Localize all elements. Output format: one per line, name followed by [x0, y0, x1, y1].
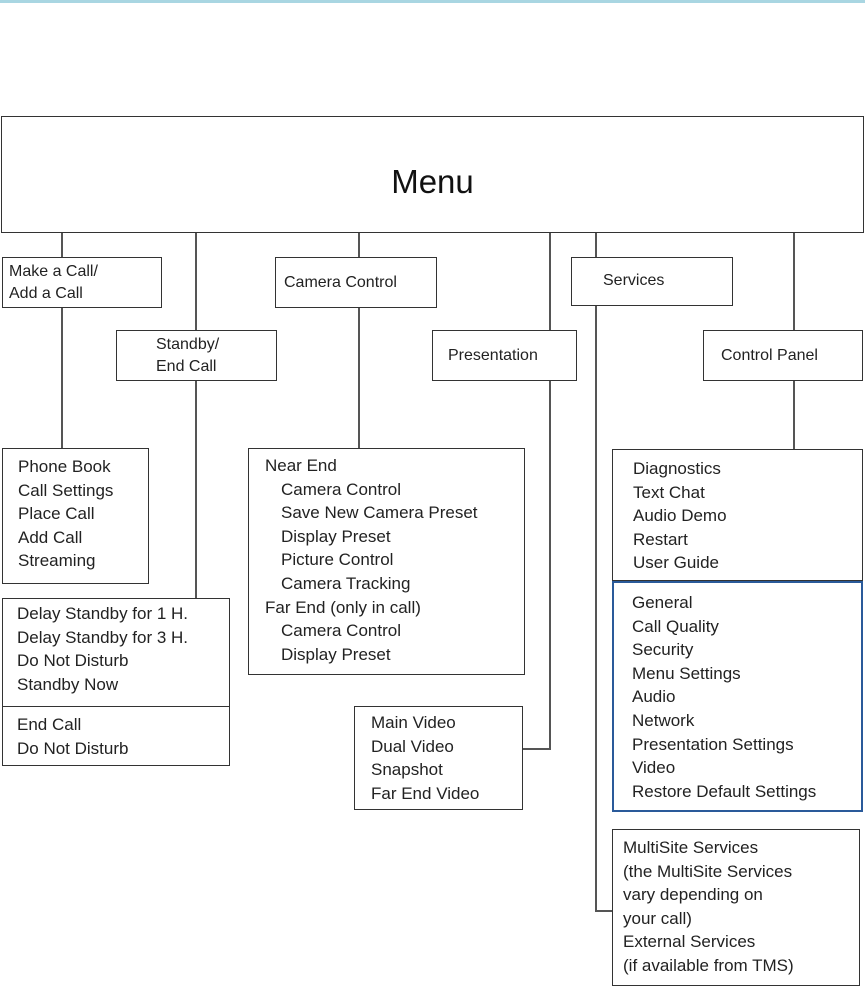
- list-item: Security: [632, 640, 694, 660]
- list-item: Camera Control: [281, 621, 401, 641]
- list-item: End Call: [17, 715, 82, 734]
- control-panel-items: Diagnostics Text Chat Audio Demo Restart…: [633, 457, 727, 575]
- list-item: Phone Book: [18, 457, 111, 476]
- list-item: Streaming: [18, 551, 96, 571]
- presentation-submenu: Main Video Dual Video Snapshot Far End V…: [354, 706, 523, 810]
- list-item: Do Not Disturb: [17, 738, 129, 758]
- list-item: Video: [632, 758, 676, 778]
- list-item: Audio Demo: [633, 506, 727, 526]
- list-item: MultiSite Services: [623, 838, 759, 857]
- list-item: Far End (only in call): [265, 597, 421, 617]
- services-label: Services: [603, 272, 665, 289]
- top-border: [0, 0, 865, 3]
- list-item: Place Call: [18, 504, 95, 524]
- list-item: User Guide: [633, 553, 719, 573]
- list-item: Save New Camera Preset: [281, 503, 478, 523]
- make-call-submenu: Phone Book Call Settings Place Call Add …: [2, 448, 149, 584]
- list-item: Text Chat: [633, 482, 705, 502]
- control-panel-node: Control Panel: [703, 330, 863, 381]
- presentation-node: Presentation: [432, 330, 577, 381]
- standby-label-1: Standby/: [156, 336, 220, 353]
- list-item: Camera Tracking: [281, 573, 411, 593]
- services-submenu: MultiSite Services (the MultiSite Servic…: [612, 829, 860, 986]
- camera-control-node: Camera Control: [275, 257, 437, 308]
- list-item: Presentation Settings: [632, 734, 794, 754]
- connector-standby: [195, 232, 197, 598]
- camera-submenu: Near End Camera Control Save New Camera …: [248, 448, 525, 675]
- list-item: Call Settings: [18, 480, 114, 500]
- list-item: Camera Control: [281, 479, 401, 499]
- connector-services: [595, 232, 597, 912]
- camera-control-label: Camera Control: [284, 274, 397, 291]
- standby-submenu: Delay Standby for 1 H. Delay Standby for…: [2, 598, 230, 707]
- connector-services-h: [595, 910, 613, 912]
- list-item: General: [632, 593, 693, 612]
- list-item: Restore Default Settings: [632, 781, 817, 801]
- make-call-items: Phone Book Call Settings Place Call Add …: [18, 455, 113, 573]
- standby-node: Standby/ End Call: [116, 330, 277, 381]
- list-item: vary depending on: [623, 885, 763, 905]
- camera-items: Near End Camera Control Save New Camera …: [265, 454, 478, 666]
- list-item: Main Video: [371, 713, 456, 732]
- end-call-submenu: End Call Do Not Disturb: [2, 706, 230, 766]
- list-item: Diagnostics: [633, 459, 721, 478]
- make-call-label-2: Add a Call: [9, 285, 83, 302]
- presentation-items: Main Video Dual Video Snapshot Far End V…: [371, 711, 479, 805]
- list-item: your call): [623, 908, 692, 928]
- menu-root-box: Menu: [1, 116, 864, 233]
- control-panel-label: Control Panel: [721, 347, 818, 364]
- connector-camera: [358, 232, 360, 448]
- connector-presentation-h: [522, 748, 551, 750]
- make-call-label-1: Make a Call/: [9, 263, 98, 280]
- list-item: Far End Video: [371, 783, 480, 803]
- standby-items: Delay Standby for 1 H. Delay Standby for…: [17, 602, 188, 696]
- control-panel-submenu: Diagnostics Text Chat Audio Demo Restart…: [612, 449, 863, 581]
- list-item: Display Preset: [281, 644, 391, 664]
- services-node: Services: [571, 257, 733, 306]
- list-item: Dual Video: [371, 736, 454, 756]
- list-item: Do Not Disturb: [17, 651, 129, 671]
- list-item: (if available from TMS): [623, 955, 794, 975]
- list-item: Picture Control: [281, 550, 394, 570]
- presentation-label: Presentation: [448, 347, 538, 364]
- end-call-items: End Call Do Not Disturb: [17, 713, 128, 760]
- list-item: Snapshot: [371, 760, 443, 780]
- list-item: Network: [632, 710, 695, 730]
- standby-label-2: End Call: [156, 358, 217, 375]
- list-item: Restart: [633, 529, 688, 549]
- list-item: Near End: [265, 456, 337, 475]
- list-item: Audio: [632, 687, 676, 707]
- list-item: Delay Standby for 1 H.: [17, 604, 189, 623]
- settings-items: General Call Quality Security Menu Setti…: [632, 591, 816, 803]
- list-item: Display Preset: [281, 526, 391, 546]
- settings-submenu: General Call Quality Security Menu Setti…: [612, 581, 863, 812]
- list-item: Menu Settings: [632, 663, 741, 683]
- services-items: MultiSite Services (the MultiSite Servic…: [623, 836, 794, 978]
- list-item: (the MultiSite Services: [623, 861, 793, 881]
- list-item: Standby Now: [17, 674, 119, 694]
- list-item: Call Quality: [632, 616, 719, 636]
- list-item: External Services: [623, 932, 756, 952]
- connector-presentation: [549, 232, 551, 750]
- menu-title: Menu: [391, 163, 474, 200]
- connector-make-call: [61, 232, 63, 448]
- list-item: Add Call: [18, 527, 83, 547]
- make-call-node: Make a Call/ Add a Call: [2, 257, 162, 308]
- list-item: Delay Standby for 3 H.: [17, 627, 189, 647]
